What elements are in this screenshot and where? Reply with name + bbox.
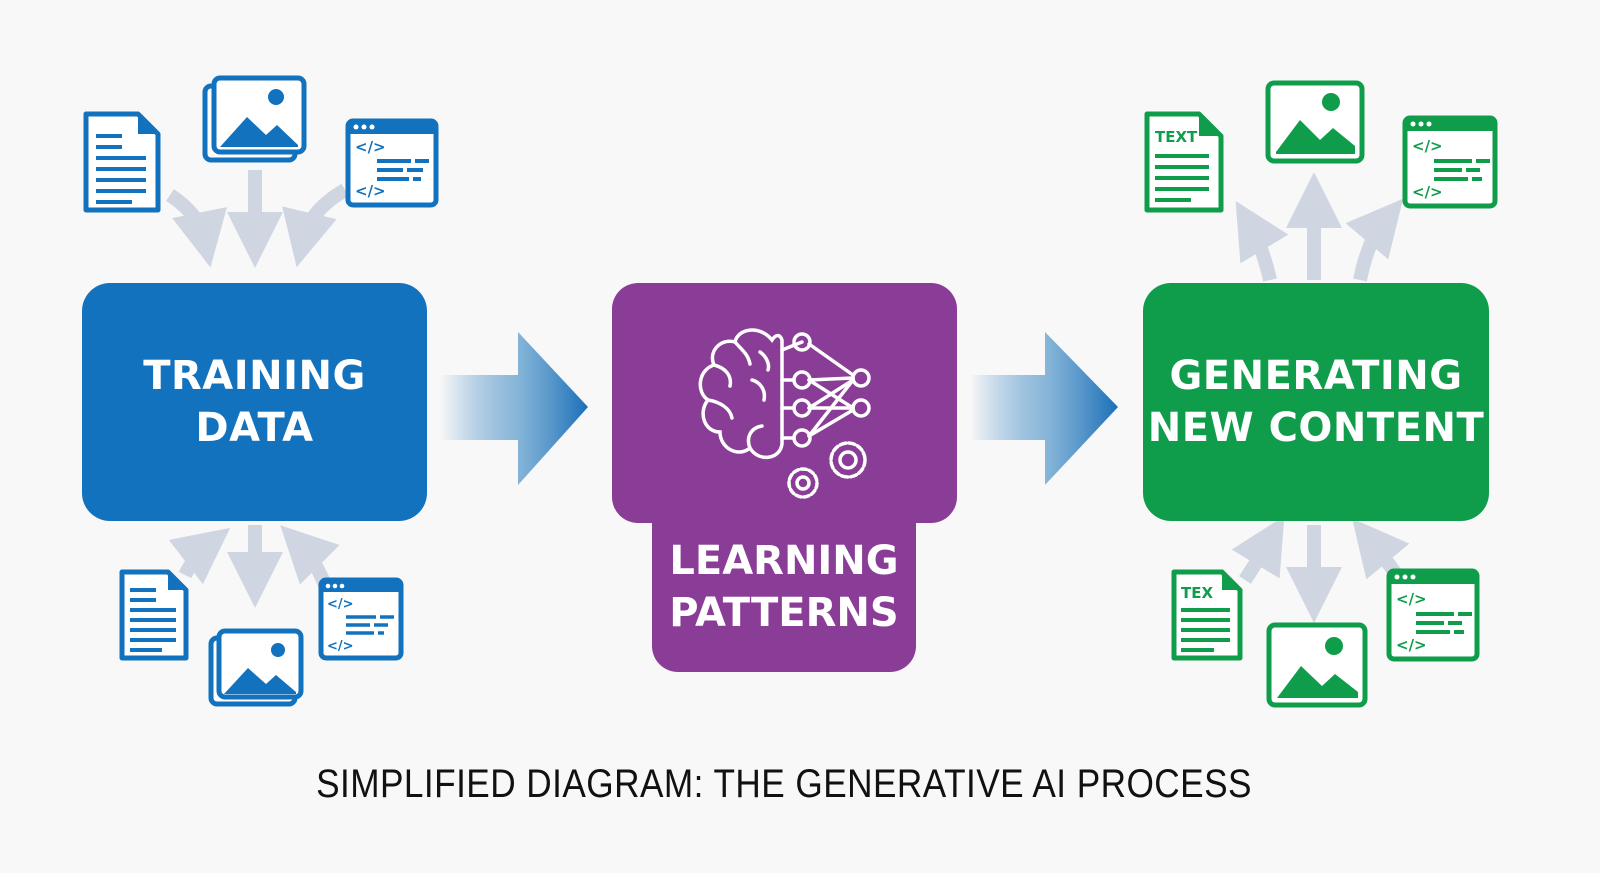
stage-generating-new-content: GENERATING NEW CONTENT bbox=[1143, 283, 1489, 521]
document-icon bbox=[83, 111, 161, 213]
svg-text:</>: </> bbox=[1396, 590, 1427, 608]
arrow-in bbox=[1231, 515, 1285, 584]
stage-label-line1: LEARNING bbox=[669, 538, 899, 584]
image-icon bbox=[1265, 80, 1365, 164]
svg-text:TEXT: TEXT bbox=[1155, 128, 1198, 146]
stage-label-line1: GENERATING bbox=[1169, 353, 1463, 399]
arrow-in bbox=[165, 189, 227, 268]
arrow-in bbox=[168, 527, 231, 585]
stage-learning-patterns bbox=[612, 283, 957, 523]
arrow-out bbox=[1345, 198, 1404, 282]
text-document-icon: TEXT bbox=[1144, 111, 1224, 213]
stage-label-line2: NEW CONTENT bbox=[1147, 405, 1485, 451]
stage-label-line1: TRAINING bbox=[143, 353, 366, 399]
svg-text:</>: </> bbox=[355, 182, 386, 200]
diagram-title: SIMPLIFIED DIAGRAM: THE GENERATIVE AI PR… bbox=[316, 762, 1252, 806]
svg-text:TEX: TEX bbox=[1181, 584, 1213, 602]
arrow-out bbox=[1235, 200, 1289, 282]
image-stack-icon bbox=[202, 75, 307, 163]
code-window-icon: </> </> bbox=[1402, 115, 1498, 209]
code-window-icon: </> </> bbox=[318, 577, 404, 661]
stage-learning-label: LEARNING PATTERNS bbox=[652, 535, 916, 639]
svg-text:</>: </> bbox=[1396, 636, 1427, 654]
text-document-icon: TEX bbox=[1171, 569, 1243, 661]
code-window-icon: </> </> bbox=[345, 118, 439, 208]
flow-arrow-1 bbox=[440, 332, 588, 485]
flow-arrow-2 bbox=[970, 332, 1118, 485]
image-icon bbox=[1266, 622, 1368, 708]
stage-training-data: TRAINING DATA bbox=[82, 283, 427, 521]
code-window-icon: </> </> bbox=[1386, 568, 1480, 662]
brain-network-gears-icon bbox=[698, 328, 871, 499]
svg-text:</>: </> bbox=[327, 639, 354, 654]
stage-label-line2: DATA bbox=[195, 405, 314, 451]
stage-label-line2: PATTERNS bbox=[669, 590, 899, 636]
svg-text:</>: </> bbox=[355, 138, 386, 156]
svg-text:</>: </> bbox=[327, 597, 354, 612]
svg-text:</>: </> bbox=[1412, 137, 1443, 155]
image-stack-icon bbox=[208, 628, 304, 707]
stage-learning-patterns-tab bbox=[652, 500, 916, 672]
svg-text:</>: </> bbox=[1412, 183, 1443, 201]
arrow-in bbox=[282, 183, 349, 268]
document-icon bbox=[119, 569, 189, 661]
